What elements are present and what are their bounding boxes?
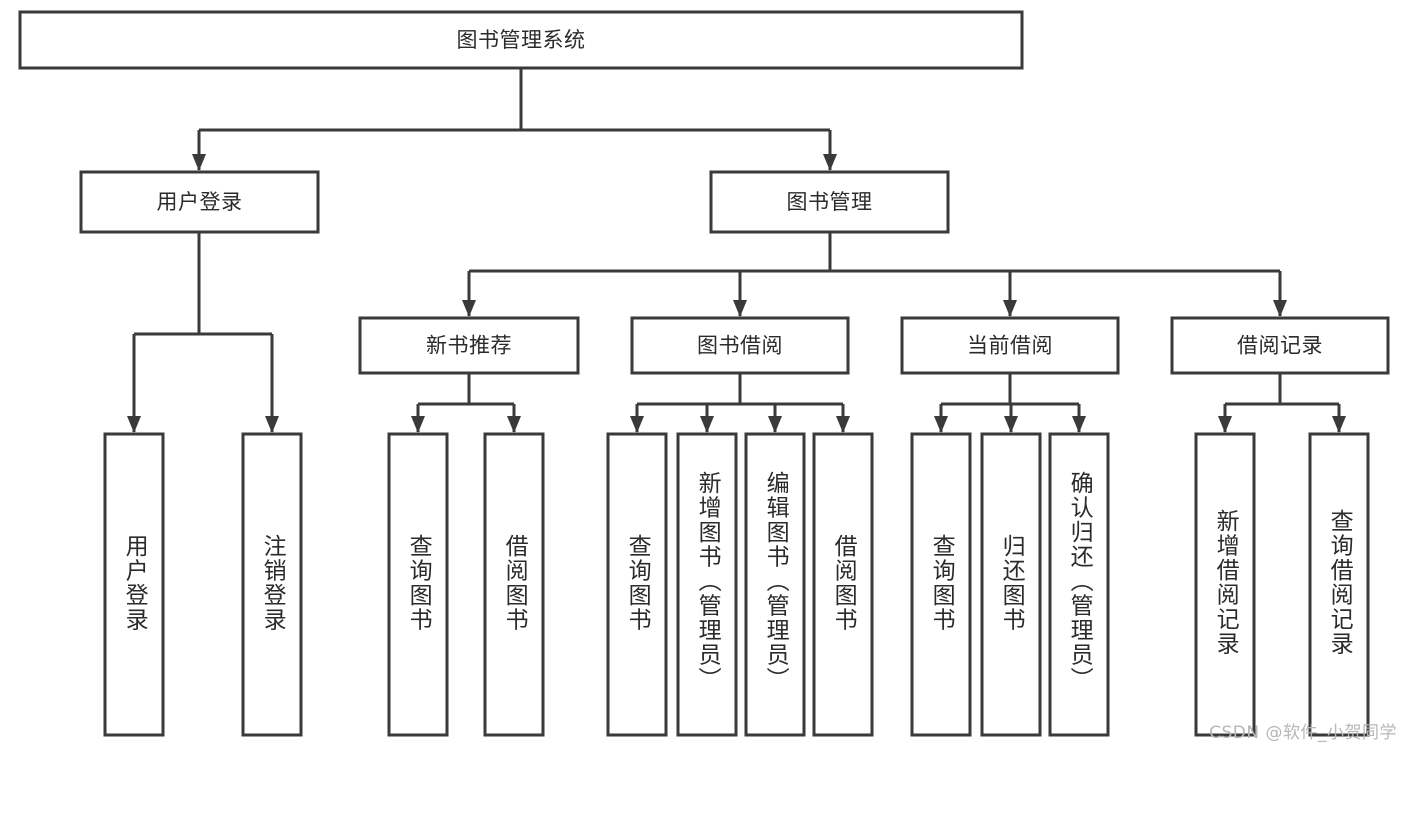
arrow-head-icon — [1072, 416, 1086, 433]
arrow-head-icon — [1004, 416, 1018, 433]
node-box-new-book-recommend[interactable] — [358, 316, 580, 375]
arrow-head-icon — [1332, 416, 1346, 433]
arrow-head-icon — [127, 416, 141, 433]
arrow-head-icon — [1218, 416, 1232, 433]
flowchart-canvas: 图书管理系统用户登录图书管理新书推荐图书借阅当前借阅借阅记录 用户登录注销登录查… — [18, 10, 1397, 743]
arrow-head-icon — [192, 154, 206, 171]
connector-user-login-to-leaves — [127, 232, 279, 433]
node-label-book-manage: 图书管理 — [787, 190, 873, 214]
node-box-book-borrow[interactable] — [630, 316, 850, 375]
node-box-leaf-query-record[interactable] — [1308, 432, 1370, 737]
boxes-layer — [18, 10, 1390, 737]
arrow-head-icon — [733, 300, 747, 317]
node-box-current-borrow[interactable] — [900, 316, 1120, 375]
arrow-head-icon — [630, 416, 644, 433]
node-box-leaf-user-login[interactable] — [103, 432, 165, 737]
arrow-head-icon — [411, 416, 425, 433]
node-label-borrow-record: 借阅记录 — [1237, 334, 1323, 358]
arrow-head-icon — [265, 416, 279, 433]
arrow-head-icon — [823, 154, 837, 171]
node-label-current-borrow: 当前借阅 — [967, 334, 1053, 358]
node-label-book-borrow: 图书借阅 — [697, 334, 783, 358]
node-box-leaf-borrow-book-1[interactable] — [483, 432, 545, 737]
node-box-leaf-return-book[interactable] — [980, 432, 1042, 737]
node-box-leaf-query-book-3[interactable] — [910, 432, 972, 737]
connectors-layer — [127, 68, 1346, 433]
node-box-leaf-confirm-return[interactable] — [1048, 432, 1110, 737]
node-box-leaf-edit-book[interactable] — [744, 432, 806, 737]
node-label-new-book-recommend: 新书推荐 — [426, 334, 512, 358]
node-box-root[interactable] — [18, 10, 1024, 70]
arrow-head-icon — [507, 416, 521, 433]
arrow-head-icon — [1273, 300, 1287, 317]
arrow-head-icon — [934, 416, 948, 433]
node-box-user-login[interactable] — [79, 170, 320, 234]
connector-book-borrow-to-leaves — [630, 373, 850, 433]
arrow-head-icon — [836, 416, 850, 433]
arrow-head-icon — [1003, 300, 1017, 317]
connector-borrow-record-to-leaves — [1218, 373, 1346, 433]
arrow-head-icon — [768, 416, 782, 433]
node-box-book-manage[interactable] — [709, 170, 950, 234]
connector-current-borrow-to-leaves — [934, 373, 1086, 433]
arrow-head-icon — [462, 300, 476, 317]
node-label-user-login: 用户登录 — [157, 190, 243, 214]
node-box-leaf-logout[interactable] — [241, 432, 303, 737]
node-box-borrow-record[interactable] — [1170, 316, 1390, 375]
node-box-leaf-add-record[interactable] — [1194, 432, 1256, 737]
node-box-leaf-query-book-1[interactable] — [387, 432, 449, 737]
node-label-root: 图书管理系统 — [457, 28, 586, 52]
node-box-leaf-add-book[interactable] — [676, 432, 738, 737]
node-box-leaf-query-book-2[interactable] — [606, 432, 668, 737]
connector-new-book-recommend-to-leaves — [411, 373, 521, 433]
node-box-leaf-borrow-book-2[interactable] — [812, 432, 874, 737]
arrow-head-icon — [700, 416, 714, 433]
connector-root-to-level2 — [192, 68, 837, 171]
connector-book-manage-to-level3 — [462, 232, 1287, 317]
watermark-text: CSDN @软件_小贺同学 — [1209, 723, 1397, 743]
